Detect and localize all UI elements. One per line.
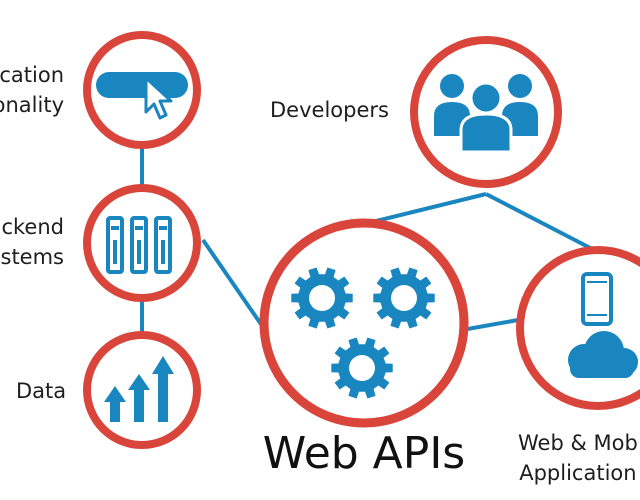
cloud-icon <box>568 331 638 378</box>
server-rack-icon <box>106 216 172 274</box>
growth-arrows-icon <box>104 356 174 422</box>
node-application-functionality <box>83 31 201 149</box>
label-line: Data <box>16 379 67 403</box>
node-web-mobile-applications <box>516 246 640 410</box>
gear-hole <box>309 285 335 311</box>
label-application-functionality: cation onality <box>0 60 64 120</box>
label-line: onality <box>0 93 64 117</box>
node-web-apis <box>259 218 469 428</box>
connector-webapis-webmobile <box>461 318 519 332</box>
gears-icon <box>291 267 435 399</box>
label-line: Web & Mob <box>518 431 638 455</box>
label-developers: Developers <box>270 95 389 125</box>
label-web-apis: Web APIs <box>262 428 466 479</box>
node-developers <box>410 36 562 188</box>
gear-hole <box>349 355 375 381</box>
label-line: Application <box>519 461 637 485</box>
connector-developers-webmobile <box>485 192 599 254</box>
node-ring <box>259 218 469 428</box>
node-backend-systems <box>83 184 201 302</box>
connector-backend-webapis <box>201 238 267 332</box>
label-line: Developers <box>270 98 389 122</box>
cursor-click-icon <box>96 72 188 120</box>
gear-hole <box>391 285 417 311</box>
connectors <box>140 148 599 335</box>
label-line: ckend <box>1 215 64 239</box>
node-data <box>83 331 201 449</box>
users-group-icon <box>434 74 538 154</box>
node-ring <box>83 184 201 302</box>
label-data: Data <box>16 376 66 406</box>
label-line: ystems <box>0 245 64 269</box>
smartphone-icon <box>581 272 613 326</box>
label-backend-systems: ckend ystems <box>0 212 64 272</box>
connector-developers-webapis <box>371 192 487 224</box>
label-web-mobile-applications: Web & Mob Application <box>518 428 638 488</box>
label-line: cation <box>0 63 64 87</box>
node-ring <box>516 246 640 410</box>
